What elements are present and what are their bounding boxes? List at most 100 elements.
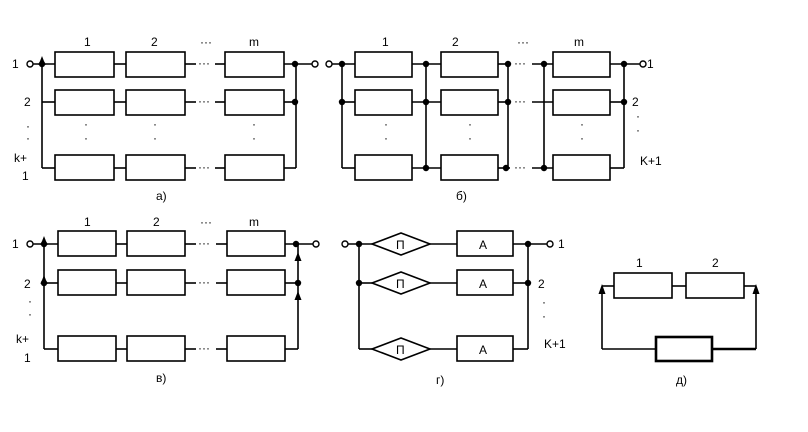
row-label-2: 2: [538, 277, 545, 291]
vdots: ·: [28, 307, 32, 321]
block-a-label: А: [479, 238, 487, 252]
row-label-k: k+: [14, 151, 27, 165]
element-k-1: [54, 154, 115, 181]
element-1-m: [226, 230, 286, 257]
output-terminal: [546, 240, 554, 248]
caption-b: б): [456, 189, 467, 203]
row-ellipsis: ···: [514, 56, 526, 70]
vdots: ·: [384, 131, 388, 145]
row-label-k-1: 1: [24, 351, 31, 365]
caption-d: д): [676, 373, 687, 387]
output-terminal: [639, 60, 647, 68]
block-a-label: А: [479, 277, 487, 291]
output-terminal: [311, 60, 319, 68]
block-p-label: П: [396, 277, 405, 291]
vdots: ·: [153, 131, 157, 145]
column-label-m: m: [249, 215, 259, 229]
vdots: ·: [636, 109, 640, 123]
vdots: ·: [28, 294, 32, 308]
row-label-1: 1: [647, 57, 654, 71]
vdots: ·: [542, 295, 546, 309]
element-2-2: [126, 269, 186, 296]
arrow-icon: [294, 252, 302, 261]
element-k-2: [125, 154, 186, 181]
block-a: [456, 230, 514, 257]
row-ellipsis: ···: [198, 160, 210, 174]
arrow-icon: [294, 291, 302, 300]
column-label-2: 2: [153, 215, 160, 229]
input-terminal: [26, 60, 34, 68]
label-2: 2: [712, 256, 719, 270]
row-label-1: 1: [558, 237, 565, 251]
input-terminal: [341, 240, 349, 248]
row-label-k: k+: [16, 332, 29, 346]
vdots: ·: [468, 131, 472, 145]
element-1-m: [552, 51, 611, 78]
row-label-2: 2: [24, 277, 31, 291]
row-label-2: 2: [24, 95, 31, 109]
row-ellipsis: ···: [198, 56, 210, 70]
diagram-b: 1 2 ··· m: [325, 35, 662, 203]
vdots: ·: [384, 117, 388, 131]
element-k-m: [224, 154, 285, 181]
label-1: 1: [636, 256, 643, 270]
reserve-element: [654, 335, 714, 363]
arrow-icon: [40, 236, 48, 245]
diagram-a: 1 2 ··· m 1 2 k+ 1 ··· ···: [12, 35, 319, 203]
element-2-2: [125, 89, 186, 116]
element-2-2: [440, 89, 499, 116]
column-label-1: 1: [84, 215, 91, 229]
ellipsis: ···: [200, 215, 212, 229]
element-k-2: [126, 335, 186, 362]
column-label-1: 1: [84, 35, 91, 49]
row-ellipsis: ···: [514, 94, 526, 108]
caption-a: а): [156, 189, 167, 203]
element-2-m: [224, 89, 285, 116]
diagram-g: П А П А П А 1 2 K+1 · · г): [341, 230, 566, 387]
row-label-1: 1: [12, 237, 19, 251]
caption-g: г): [436, 373, 444, 387]
row-ellipsis: ···: [514, 160, 526, 174]
column-label-m: m: [249, 35, 259, 49]
row-label-k-1: 1: [22, 169, 29, 183]
caption-v: в): [156, 371, 166, 385]
diagram-d: 1 2 д): [598, 256, 760, 387]
row-label-k1: K+1: [640, 154, 662, 168]
vdots: ·: [542, 309, 546, 323]
vdots: ·: [84, 131, 88, 145]
vdots: ·: [580, 131, 584, 145]
element-1: [613, 272, 673, 299]
block-p-label: П: [396, 343, 405, 357]
element-2-1: [354, 89, 413, 116]
vdots: ·: [252, 131, 256, 145]
element-2-m: [226, 269, 286, 296]
column-label-m: m: [574, 35, 584, 49]
input-terminal: [26, 240, 34, 248]
arrow-icon: [598, 284, 606, 294]
element-1-1: [354, 51, 413, 78]
element-1-1: [57, 230, 117, 257]
vdots: ·: [26, 131, 30, 145]
row-ellipsis: ···: [198, 94, 210, 108]
element-2: [685, 272, 745, 299]
ellipsis: ···: [200, 35, 212, 49]
arrow-icon: [752, 284, 760, 294]
vdots: ·: [252, 117, 256, 131]
vdots: ·: [468, 117, 472, 131]
element-2-m: [552, 89, 611, 116]
element-k-2: [440, 154, 499, 181]
element-1-2: [125, 51, 186, 78]
element-1-2: [440, 51, 499, 78]
arrow-icon: [38, 56, 46, 65]
element-k-1: [354, 154, 413, 181]
block-a: [456, 269, 514, 296]
row-label-k1: K+1: [544, 337, 566, 351]
vdots: ·: [26, 119, 30, 133]
block-a-label: А: [479, 343, 487, 357]
input-terminal: [325, 60, 333, 68]
column-label-1: 1: [382, 35, 389, 49]
row-label-2: 2: [632, 95, 639, 109]
column-label-2: 2: [151, 35, 158, 49]
vdots: ·: [84, 117, 88, 131]
